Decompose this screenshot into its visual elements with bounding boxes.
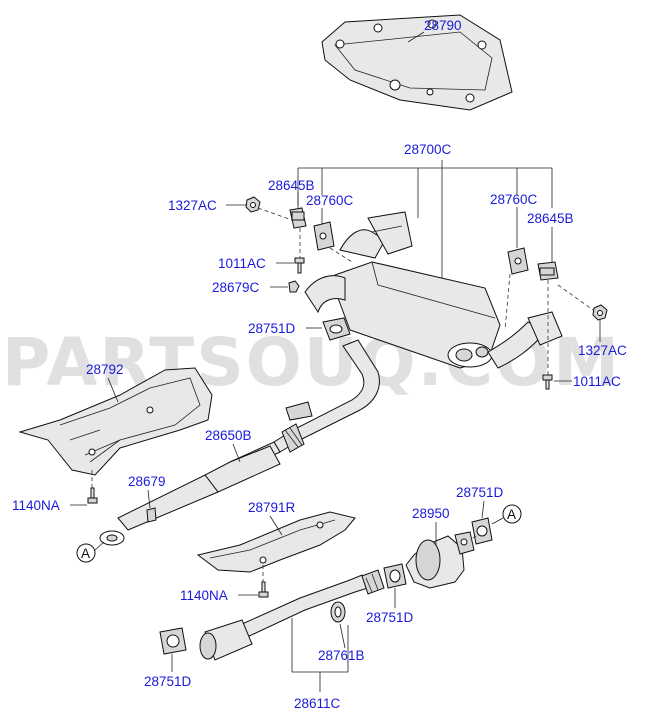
label-28650B: 28650B	[205, 428, 252, 443]
label-28645B-left: 28645B	[268, 178, 315, 193]
front-pipe-28611C[interactable]	[199, 569, 385, 661]
hanger-bracket-28645B-right[interactable]	[537, 261, 559, 281]
gasket-28751D-bottom[interactable]	[159, 627, 187, 655]
heat-protector-28790[interactable]	[321, 14, 513, 111]
label-28700C: 28700C	[404, 142, 452, 157]
muffler-28700C[interactable]	[304, 211, 563, 369]
bolt-1140NA-left[interactable]	[87, 487, 98, 504]
label-28611C: 28611C	[294, 696, 341, 711]
catalytic-converter-28950[interactable]	[405, 531, 475, 589]
center-pipe-28650B[interactable]	[99, 339, 380, 546]
label-28761B: 28761B	[318, 648, 365, 663]
heat-shield-28791R[interactable]	[196, 511, 356, 573]
label-28760C-left: 28760C	[306, 193, 354, 208]
nut-28679C[interactable]	[288, 280, 300, 293]
label-1011AC-left: 1011AC	[218, 256, 266, 271]
ref-a-left: A	[81, 546, 90, 561]
hanger-rubber-28760C-right[interactable]	[507, 247, 529, 275]
hanger-bracket-28645B-left[interactable]	[289, 207, 307, 229]
hanger-rubber-28760C-left[interactable]	[313, 221, 335, 251]
ref-a-right: A	[507, 507, 516, 522]
gasket-28761B[interactable]	[330, 601, 346, 623]
label-28950: 28950	[412, 506, 450, 521]
label-28760C-right: 28760C	[490, 192, 538, 207]
bolt-1140NA-mid[interactable]	[258, 581, 269, 598]
label-1140NA-left: 1140NA	[12, 498, 60, 513]
nut-1327AC-right[interactable]	[592, 304, 608, 321]
label-1140NA-mid: 1140NA	[180, 588, 228, 603]
nut-1327AC-left[interactable]	[245, 196, 261, 213]
label-28679C: 28679C	[212, 280, 260, 295]
label-28751D-right: 28751D	[456, 485, 504, 500]
ref-a-left-circle	[76, 543, 96, 563]
bolt-1011AC-left[interactable]	[294, 257, 305, 274]
label-28679: 28679	[128, 474, 166, 489]
label-28645B-right: 28645B	[527, 211, 574, 226]
label-1011AC-right: 1011AC	[573, 374, 621, 389]
ref-a-right-circle	[502, 504, 522, 524]
heat-shield-28792[interactable]	[18, 367, 213, 476]
label-28751D-top: 28751D	[248, 321, 296, 336]
label-28751D-mid: 28751D	[366, 610, 414, 625]
label-28751D-bottom: 28751D	[144, 674, 192, 689]
label-28790: 28790	[424, 18, 462, 33]
gasket-28751D-top[interactable]	[322, 317, 351, 341]
label-1327AC-right: 1327AC	[578, 343, 627, 358]
gasket-28751D-mid[interactable]	[383, 563, 407, 589]
label-28792: 28792	[86, 362, 124, 377]
bolt-1011AC-right[interactable]	[542, 374, 553, 390]
label-28791R: 28791R	[248, 500, 296, 515]
label-1327AC-left: 1327AC	[168, 198, 217, 213]
gasket-28751D-right[interactable]	[471, 517, 493, 545]
